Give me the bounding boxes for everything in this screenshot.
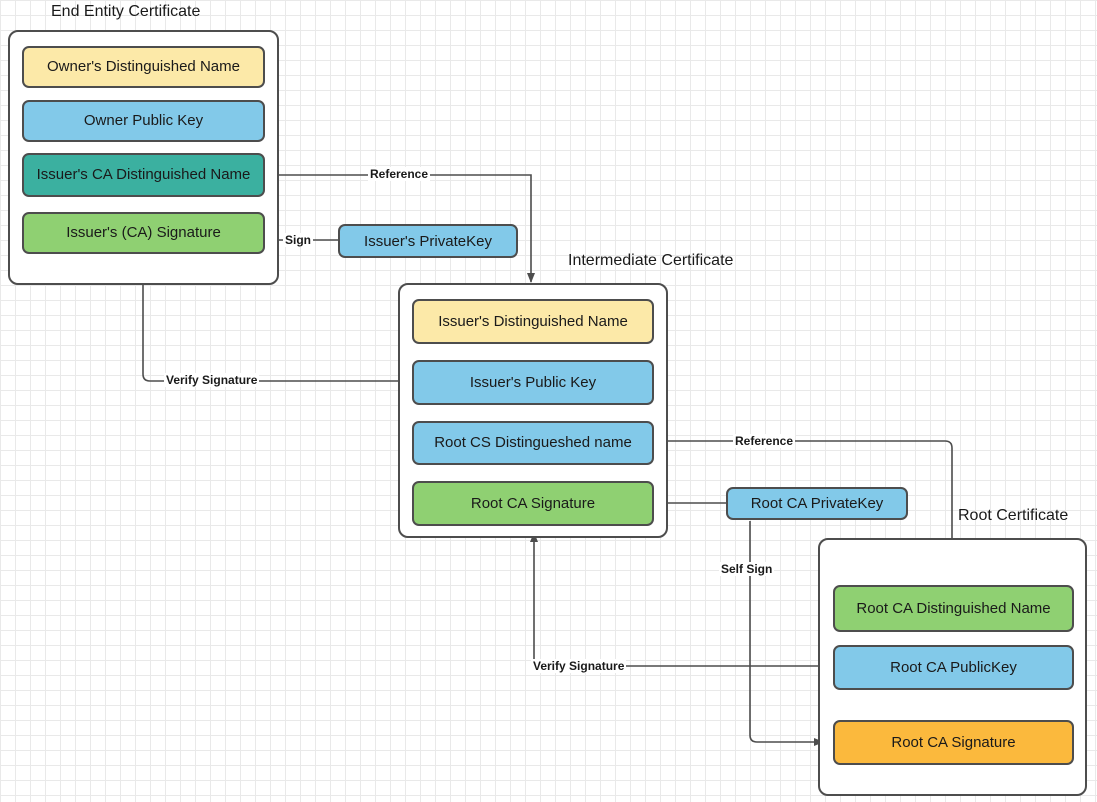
field-end-entity-owner-dn[interactable]: Owner's Distinguished Name (22, 46, 265, 88)
edge-label-reference-bottom: Reference (733, 434, 796, 448)
field-end-entity-owner-public-key[interactable]: Owner Public Key (22, 100, 265, 142)
field-intermediate-root-cs-dn[interactable]: Root CS Distingueshed name (412, 421, 654, 465)
cert-title-intermediate: Intermediate Certificate (568, 252, 734, 269)
field-intermediate-root-ca-signature[interactable]: Root CA Signature (412, 481, 654, 526)
field-end-entity-issuer-ca-signature[interactable]: Issuer's (CA) Signature (22, 212, 265, 254)
field-root-ca-dn[interactable]: Root CA Distinguished Name (833, 585, 1074, 632)
field-root-ca-publickey[interactable]: Root CA PublicKey (833, 645, 1074, 690)
field-intermediate-issuer-public-key[interactable]: Issuer's Public Key (412, 360, 654, 405)
field-end-entity-issuer-ca-dn[interactable]: Issuer's CA Distinguished Name (22, 153, 265, 197)
cert-title-root: Root Certificate (958, 507, 1069, 524)
key-root-ca-privatekey[interactable]: Root CA PrivateKey (726, 487, 908, 520)
key-issuers-privatekey[interactable]: Issuer's PrivateKey (338, 224, 518, 258)
field-intermediate-issuer-dn[interactable]: Issuer's Distinguished Name (412, 299, 654, 344)
edge-label-sign-top: Sign (283, 233, 313, 247)
edge-label-verify-signature-top: Verify Signature (164, 373, 260, 387)
cert-title-end-entity: End Entity Certificate (51, 3, 201, 20)
edge-label-verify-signature-bottom: Verify Signature (531, 659, 627, 673)
connector-self-sign (749, 521, 824, 746)
edge-label-reference-top: Reference (368, 167, 431, 181)
edge-label-self-sign: Self Sign (719, 562, 775, 576)
field-root-ca-signature[interactable]: Root CA Signature (833, 720, 1074, 765)
connector-verify-signature-bottom (530, 532, 832, 667)
